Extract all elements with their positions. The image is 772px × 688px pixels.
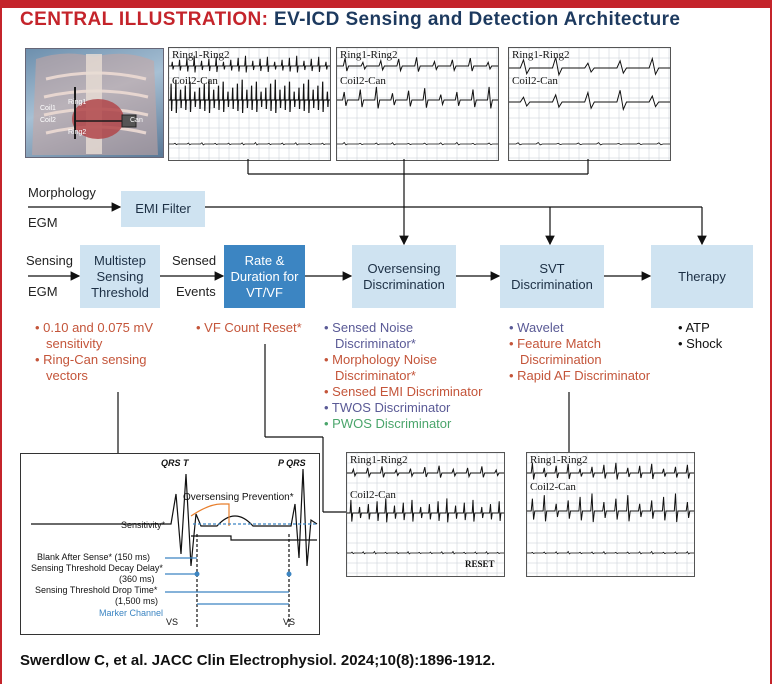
inset-blank-label: Blank After Sense* (150 ms) [37,552,151,562]
top-accent-bar [0,0,772,8]
svt-ecg-strip: Ring1-Ring2 Coil2-Can [526,452,695,577]
reset-ecg-strip: Ring1-Ring2 Coil2-Can RESET [346,452,505,577]
oversensing-note: • TWOS Discriminator [324,400,451,415]
anatomy-label-ring2: Ring2 [68,129,87,136]
strip1-lead2: Coil2-Can [172,75,218,87]
anatomy-label-coil1: Coil1 [40,105,56,112]
svt-strip-lead1: Ring1-Ring2 [530,454,588,466]
inset-marker-label: Marker Channel [99,608,164,618]
inset-diagram [31,468,318,628]
ecg-strip-2: Ring1-Ring2 Coil2-Can [336,47,499,161]
oversensing-note: Discriminator* [335,368,416,383]
reset-strip-tag: RESET [465,559,495,569]
oversensing-note: • Sensed Noise [324,320,414,335]
inset-vs1: VS [166,617,179,627]
reset-strip-lead1: Ring1-Ring2 [350,454,408,466]
oversensing-note: • PWOS Discriminator [324,416,452,431]
svt-note: Discrimination [520,352,602,367]
sensing-label: Sensing [26,253,73,268]
oversensing-box: Oversensing Discrimination [352,245,456,308]
oversensing-note: • Morphology Noise [324,352,437,367]
citation: Swerdlow C, et al. JACC Clin Electrophys… [20,652,496,669]
multistep-note: • 0.10 and 0.075 mV [35,320,154,335]
emi-filter-box: EMI Filter [121,191,205,227]
therapy-notes: • ATP • Shock [678,320,722,352]
strip2-lead2: Coil2-Can [340,75,386,87]
inset-decay-ms: (360 ms) [119,574,155,584]
figure-title: CENTRAL ILLUSTRATION: EV-ICD Sensing and… [20,9,680,31]
rate-notes: • VF Count Reset* [196,320,302,336]
anatomy-label-ring1: Ring1 [68,99,87,106]
multistep-note: sensitivity [46,336,103,351]
sensing-egm-label: EGM [28,284,58,299]
inset-prevention-label: Oversensing Prevention* [183,492,294,503]
inset-qrs-t-label: QRS T [161,458,189,468]
reset-strip-lead2: Coil2-Can [350,489,396,501]
title-prefix: CENTRAL ILLUSTRATION: [20,9,269,30]
svt-notes: • Wavelet • Feature Match Discrimination… [509,320,650,384]
multistep-threshold-box: Multistep Sensing Threshold [80,245,160,308]
therapy-box: Therapy [651,245,753,308]
strip1-lead1: Ring1-Ring2 [172,49,230,61]
multistep-note: • Ring-Can sensing [35,352,147,367]
inset-drop-label: Sensing Threshold Drop Time* [35,585,158,595]
anatomy-image: Ring1 Coil1 Coil2 Ring2 Can [25,48,164,158]
therapy-note: • ATP [678,320,710,335]
therapy-note: • Shock [678,336,723,351]
figure-frame [0,8,772,684]
events-label: Events [176,284,216,299]
rate-duration-box: Rate & Duration for VT/VF [224,245,305,308]
inset-drop-ms: (1,500 ms) [115,596,159,606]
title-text: EV-ICD Sensing and Detection Architectur… [274,9,681,30]
inset-vs2: VS [283,617,296,627]
svt-strip-lead2: Coil2-Can [530,481,576,493]
morphology-label: Morphology [28,185,96,200]
multistep-notes: • 0.10 and 0.075 mV sensitivity • Ring-C… [35,320,153,384]
oversensing-note: Discriminator* [335,336,416,351]
rate-note: • VF Count Reset* [196,320,302,335]
strip3-lead2: Coil2-Can [512,75,558,87]
inset-decay-label: Sensing Threshold Decay Delay* [31,563,163,573]
inset-p-qrs-label: P QRS [278,458,306,468]
ecg-strip-1: Ring1-Ring2 Coil2-Can [168,47,331,161]
morphology-egm-label: EGM [28,215,58,230]
inset-sensitivity-label: Sensitivity* [121,520,166,530]
svt-note: • Rapid AF Discriminator [509,368,651,383]
ecg-strip-3: Ring1-Ring2 Coil2-Can [508,47,671,161]
torso-illustration [32,53,158,155]
svt-note: • Feature Match [509,336,601,351]
oversensing-notes: • Sensed Noise Discriminator* • Morpholo… [324,320,482,432]
svt-box: SVT Discrimination [500,245,604,308]
anatomy-label-can: Can [130,117,143,124]
multistep-note: vectors [46,368,88,383]
sensed-label: Sensed [172,253,217,268]
strip2-lead1: Ring1-Ring2 [340,49,398,61]
oversensing-note: • Sensed EMI Discriminator [324,384,483,399]
svt-note: • Wavelet [509,320,564,335]
anatomy-label-coil2: Coil2 [40,117,56,124]
sensing-threshold-inset: QRS T P QRS Oversensing Prevention* Sens… [20,453,320,635]
